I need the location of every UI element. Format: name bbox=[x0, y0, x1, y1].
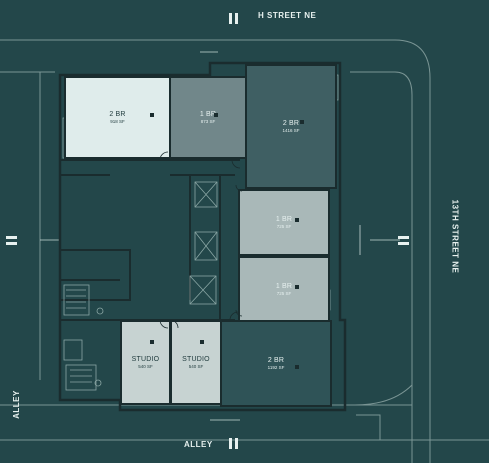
unit-area-label: 918 SF bbox=[110, 119, 125, 124]
unit-area-label: 540 SF bbox=[188, 364, 204, 369]
unit-area-label: 725 SF bbox=[276, 290, 292, 296]
street-label-bottom: ALLEY bbox=[184, 440, 213, 449]
street-label-left: ALLEY bbox=[11, 390, 21, 419]
unit-studio-540-b[interactable]: STUDIO 540 SF bbox=[170, 320, 222, 405]
street-label-top: H STREET NE bbox=[258, 11, 317, 20]
unit-type-label: STUDIO bbox=[182, 356, 210, 363]
entry-marker-icon bbox=[229, 13, 238, 24]
unit-type-label: 2 BR bbox=[109, 111, 126, 118]
unit-area-label: 725 SF bbox=[276, 224, 292, 229]
unit-2br-1192[interactable]: 2 BR 1192 SF bbox=[220, 320, 332, 407]
unit-1br-725-a[interactable]: 1 BR 725 SF bbox=[238, 189, 330, 256]
entry-marker-icon bbox=[229, 438, 238, 449]
unit-2br-1416[interactable]: 2 BR 1416 SF bbox=[245, 64, 337, 189]
unit-type-label: 2 BR bbox=[282, 120, 300, 127]
unit-type-label: 2 BR bbox=[267, 357, 285, 364]
unit-1br-725-b[interactable]: 1 BR 725 SF bbox=[238, 256, 330, 322]
unit-area-label: 540 SF bbox=[138, 364, 153, 369]
unit-type-label: 1 BR bbox=[275, 282, 293, 290]
entry-marker-icon bbox=[398, 236, 409, 245]
unit-studio-540-a[interactable]: STUDIO 540 SF bbox=[120, 320, 171, 405]
unit-area-label: 1416 SF bbox=[282, 128, 300, 133]
unit-type-label: 1 BR bbox=[275, 216, 293, 223]
unit-area-label: 1192 SF bbox=[267, 365, 285, 370]
unit-2br-918[interactable]: 2 BR 918 SF bbox=[64, 76, 171, 159]
unit-type-label: 1 BR bbox=[199, 111, 217, 118]
unit-area-label: 873 SF bbox=[200, 119, 216, 124]
unit-type-label: STUDIO bbox=[131, 356, 160, 363]
street-label-right: 13TH STREET NE bbox=[450, 199, 460, 274]
unit-1br-873[interactable]: 1 BR 873 SF bbox=[169, 76, 247, 159]
entry-marker-icon bbox=[6, 236, 17, 245]
